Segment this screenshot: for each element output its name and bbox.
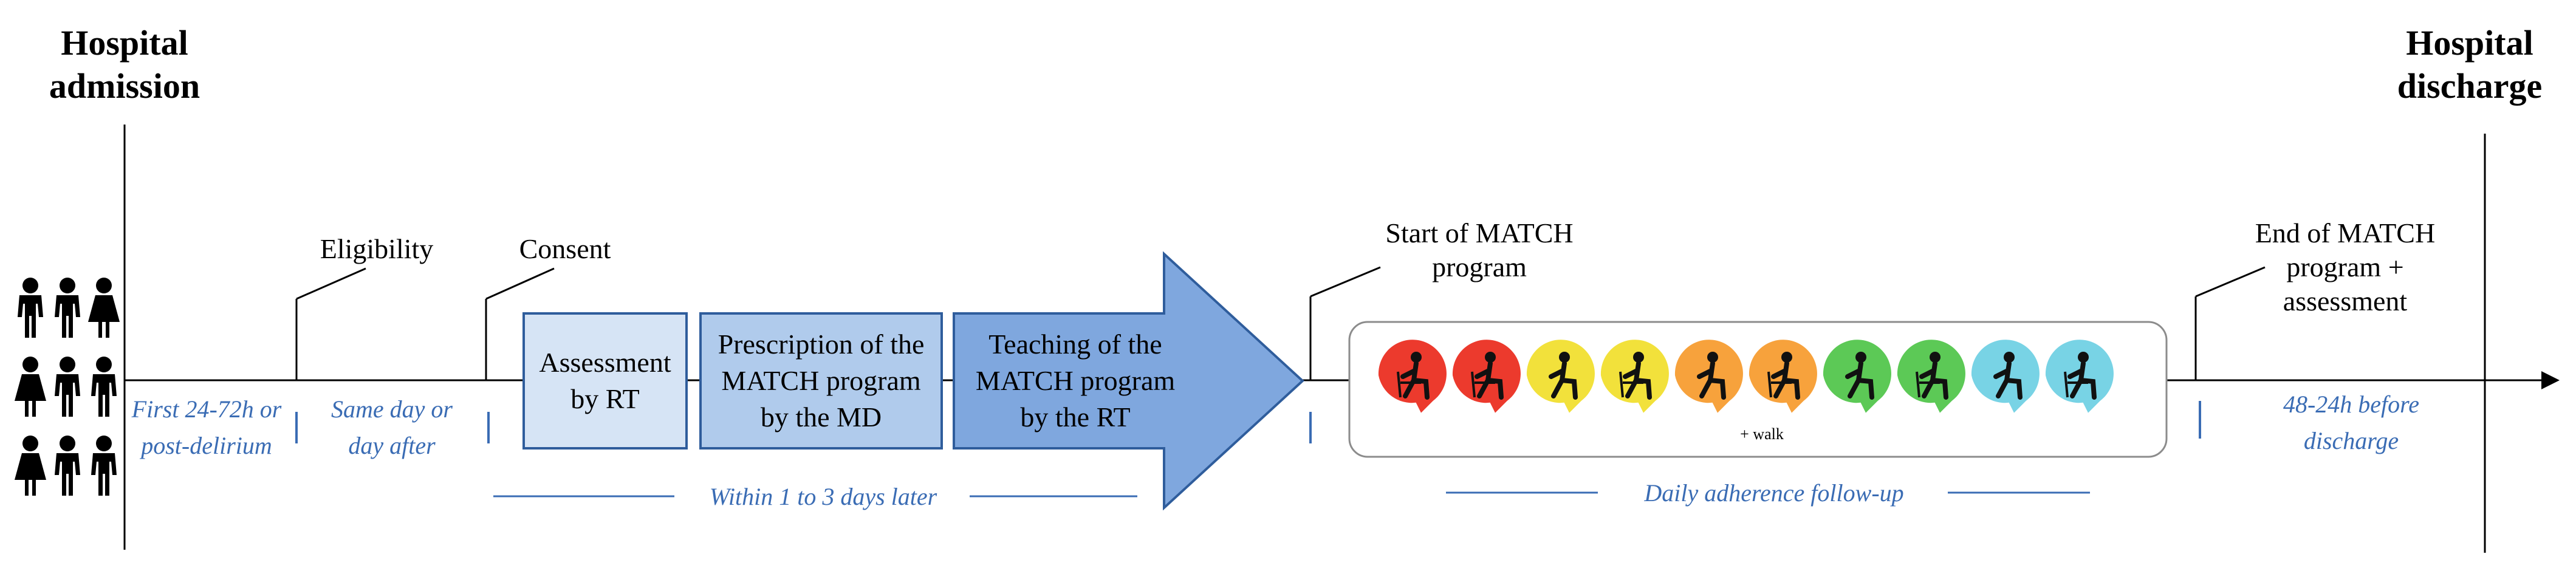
standing-balance-icon xyxy=(1897,340,1965,413)
teaching-label: Teaching of the MATCH program by the RT xyxy=(975,329,1176,432)
standing-group-icon xyxy=(1823,340,1891,413)
before-discharge-note: 48-24h before discharge xyxy=(2283,391,2420,454)
consent-marker xyxy=(485,267,555,380)
seated-leg-exercise-icon xyxy=(1452,340,1521,413)
consent-label: Consent xyxy=(519,233,611,264)
exercise-icons xyxy=(1378,340,2114,413)
eligibility-label: Eligibility xyxy=(320,233,434,264)
first-timing-note: First 24-72h or post-delirium xyxy=(131,395,282,459)
start-of-match-label: Start of MATCH program xyxy=(1385,217,1574,283)
step-box-assessment xyxy=(522,312,688,450)
step-arrow-teaching xyxy=(953,251,1304,511)
patients-icon xyxy=(15,278,120,496)
blue-tick-marks xyxy=(295,401,2201,443)
same-day-note: Same day or day after xyxy=(331,395,453,459)
seated-arm-exercise-icon xyxy=(1526,340,1595,413)
hand-exercise-icon xyxy=(1378,340,1447,413)
start-marker xyxy=(1309,266,1381,380)
prescription-label: Prescription of the MATCH program by the… xyxy=(718,329,925,432)
chair-stand-icon xyxy=(1674,340,1743,413)
wall-support-icon xyxy=(1971,340,2040,413)
end-marker xyxy=(2194,266,2266,380)
sit-to-stand-icon xyxy=(1749,340,1817,413)
step-exercise-icon xyxy=(2045,340,2114,413)
end-of-match-label: End of MATCH program + assessment xyxy=(2255,217,2436,317)
eligibility-marker xyxy=(295,267,366,380)
assessment-label: Assessment by RT xyxy=(539,347,671,414)
walk-label: + walk xyxy=(1740,425,1784,443)
step-box-prescription xyxy=(699,312,943,450)
daily-adherence-note: Daily adherence follow-up xyxy=(1644,479,1904,507)
hospital-admission-label: Hospital admission xyxy=(49,23,200,106)
within-days-note: Within 1 to 3 days later xyxy=(709,483,937,510)
hospital-discharge-label: Hospital discharge xyxy=(2397,23,2543,106)
interval-lines xyxy=(493,491,2090,497)
seated-stretch-icon xyxy=(1600,340,1669,413)
